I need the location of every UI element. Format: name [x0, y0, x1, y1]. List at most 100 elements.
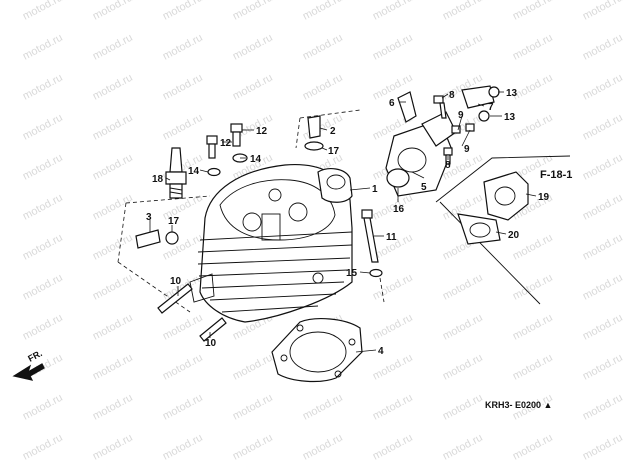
watermark-text: motod.ru — [371, 432, 415, 463]
watermark-text: motod.ru — [161, 352, 205, 383]
watermark-text: motod.ru — [581, 272, 625, 303]
watermark-text: motod.ru — [371, 312, 415, 343]
watermark-text: motod.ru — [301, 112, 345, 143]
watermark-text: motod.ru — [511, 432, 555, 463]
callout-12b: 12 — [220, 138, 232, 149]
watermark-text: motod.ru — [581, 32, 625, 63]
watermark-text: motod.ru — [91, 112, 135, 143]
watermark-text: motod.ru — [581, 232, 625, 263]
watermark-text: motod.ru — [91, 72, 135, 103]
leader-lines — [149, 91, 537, 353]
watermark-text: motod.ru — [511, 272, 555, 303]
watermark-text: motod.ru — [21, 272, 65, 303]
watermark-text: motod.ru — [161, 72, 205, 103]
watermark-text: motod.ru — [21, 232, 65, 263]
intake-insulator — [385, 111, 457, 197]
watermark-text: motod.ru — [441, 352, 485, 383]
callout-9a: 9 — [458, 110, 464, 121]
watermark-text: motod.ru — [161, 432, 205, 463]
watermark-text: motod.ru — [91, 272, 135, 303]
watermark-text: motod.ru — [441, 0, 485, 23]
watermark-text: motod.ru — [21, 192, 65, 223]
intake-fasteners — [397, 85, 500, 165]
watermark-text: motod.ru — [21, 32, 65, 63]
watermark-text: motod.ru — [511, 0, 555, 23]
callout-17a: 17 — [328, 146, 340, 157]
watermark-text: motod.ru — [231, 0, 275, 23]
watermark-text: motod.ru — [91, 0, 135, 23]
orifice — [304, 115, 324, 151]
watermark-text: motod.ru — [21, 72, 65, 103]
watermark-text: motod.ru — [581, 192, 625, 223]
watermark-text: motod.ru — [511, 72, 555, 103]
watermark-text: motod.ru — [91, 232, 135, 263]
callout-4: 4 — [378, 346, 384, 357]
callout-15: 15 — [346, 268, 358, 279]
watermark-text: motod.ru — [21, 0, 65, 23]
inset-title: F-18-1 — [540, 169, 572, 181]
watermark-text: motod.ru — [301, 392, 345, 423]
watermark-text: motod.ru — [301, 432, 345, 463]
watermark-text: motod.ru — [581, 312, 625, 343]
callout-19: 19 — [538, 192, 550, 203]
callout-5: 5 — [421, 182, 427, 193]
watermark-text: motod.ru — [581, 352, 625, 383]
callout-13b: 13 — [504, 112, 516, 123]
watermark-text: motod.ru — [441, 312, 485, 343]
callout-11: 11 — [386, 232, 397, 243]
watermark-text: motod.ru — [511, 352, 555, 383]
watermark-text: motod.ru — [91, 32, 135, 63]
stud-bolts — [157, 283, 227, 342]
watermark-text: motod.ru — [231, 72, 275, 103]
watermark-text: motod.ru — [441, 272, 485, 303]
watermark-text: motod.ru — [441, 392, 485, 423]
watermark-text: motod.ru — [161, 392, 205, 423]
watermark-text: motod.ru — [581, 152, 625, 183]
watermark-text: motod.ru — [161, 32, 205, 63]
cylinder-head — [117, 109, 385, 323]
watermark-text: motod.ru — [91, 192, 135, 223]
head-gasket — [271, 318, 363, 383]
watermark-text: motod.ru — [511, 312, 555, 343]
watermark-text: motod.ru — [581, 72, 625, 103]
callout-8a: 8 — [449, 90, 455, 101]
watermark-text: motod.ru — [301, 72, 345, 103]
callout-6: 6 — [389, 98, 395, 109]
watermark-text: motod.ru — [581, 0, 625, 23]
watermark-text: motod.ru — [161, 272, 205, 303]
callout-2: 2 — [330, 126, 336, 137]
callout-1: 1 — [372, 184, 378, 195]
inset-f18-1 — [435, 155, 571, 305]
callout-10b: 10 — [205, 338, 217, 349]
watermark-text: motod.ru — [21, 312, 65, 343]
diagram-code: KRH3- E0200 ▲ — [485, 400, 552, 410]
callout-16: 16 — [393, 204, 405, 215]
watermark-text: motod.ru — [91, 352, 135, 383]
watermark-text: motod.ru — [301, 32, 345, 63]
callout-9b: 9 — [464, 144, 470, 155]
callout-13a: 13 — [506, 88, 518, 99]
watermark-text: motod.ru — [21, 432, 65, 463]
watermark-text: motod.ru — [371, 0, 415, 23]
watermark-text: motod.ru — [91, 152, 135, 183]
watermark-text: motod.ru — [581, 432, 625, 463]
watermark-text: motod.ru — [441, 432, 485, 463]
watermark-text: motod.ru — [231, 32, 275, 63]
callout-12a: 12 — [256, 126, 268, 137]
watermark-text: motod.ru — [371, 32, 415, 63]
callout-17b: 17 — [168, 216, 180, 227]
watermark-text: motod.ru — [21, 152, 65, 183]
watermark-text: motod.ru — [231, 432, 275, 463]
watermark-text: motod.ru — [161, 0, 205, 23]
callout-7: 7 — [488, 102, 494, 113]
dowel-pin — [135, 229, 179, 249]
watermark-text: motod.ru — [91, 432, 135, 463]
callout-20: 20 — [508, 230, 520, 241]
long-bolt — [361, 209, 383, 278]
watermark-text: motod.ru — [581, 392, 625, 423]
spark-plug — [165, 147, 187, 199]
watermark-text: motod.ru — [21, 392, 65, 423]
watermark-text: motod.ru — [91, 312, 135, 343]
watermark-text: motod.ru — [371, 392, 415, 423]
